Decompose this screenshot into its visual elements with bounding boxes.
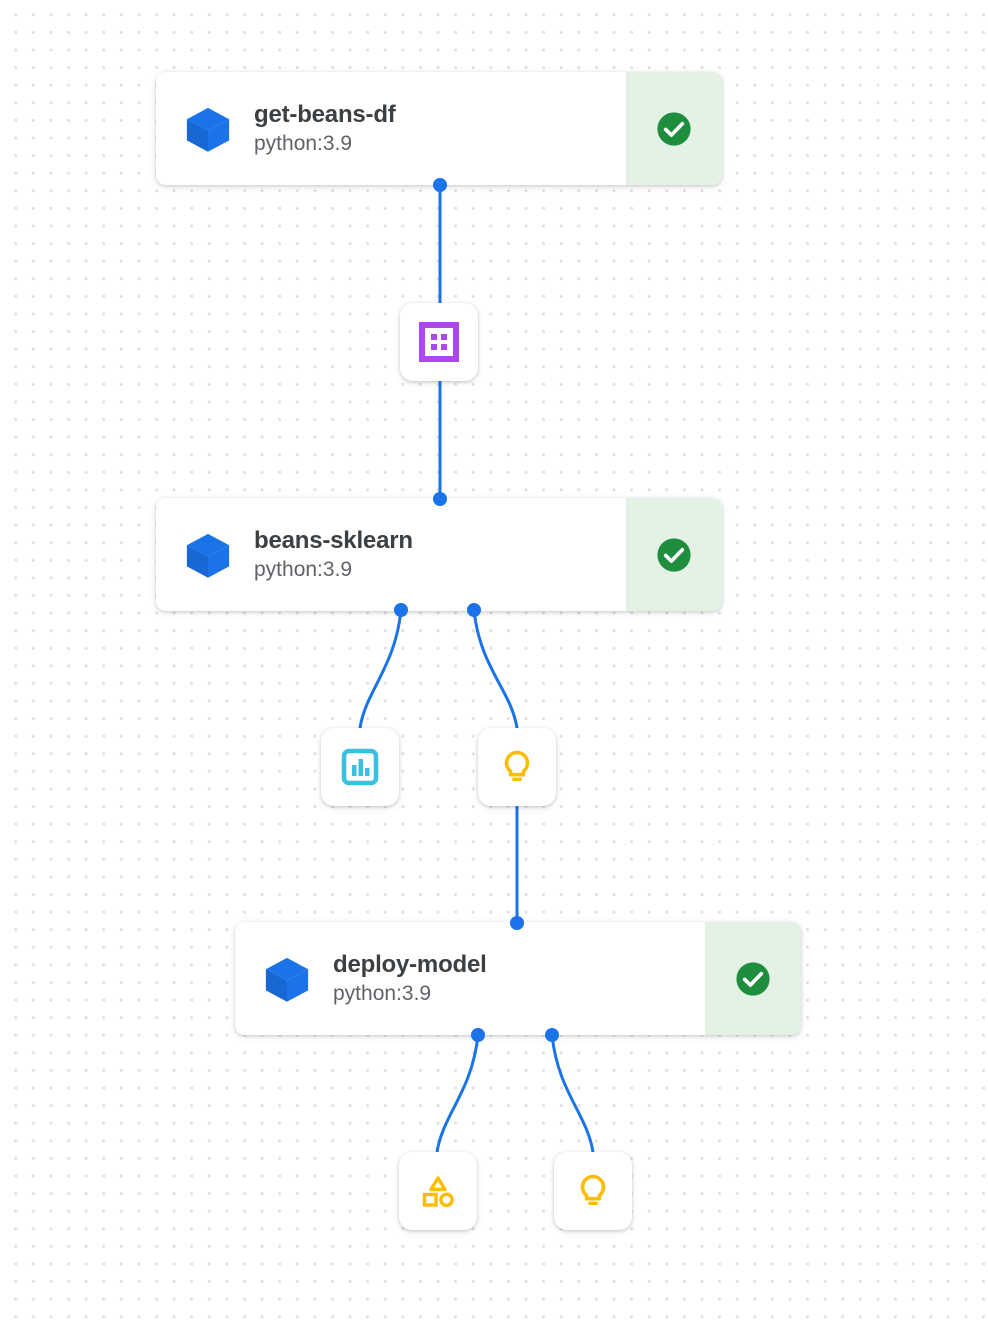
edge-deploymodel-to-classification [435, 1034, 480, 1153]
input-port-deploy-model[interactable] [510, 916, 524, 930]
task-node-title: deploy-model [333, 950, 487, 978]
cube-icon [265, 957, 309, 1002]
edge-deploymodel-to-model2 [550, 1034, 595, 1153]
task-node-title: beans-sklearn [254, 526, 413, 554]
check-circle-icon [657, 111, 691, 146]
task-node-deploy-model[interactable]: deploy-model python:3.9 [235, 922, 801, 1035]
task-node-text: get-beans-df python:3.9 [254, 100, 396, 158]
output-port-beans-sklearn-model[interactable] [467, 603, 481, 617]
task-node-subtitle: python:3.9 [333, 981, 432, 1005]
artifact-node-model-2[interactable] [554, 1152, 632, 1230]
task-node-get-beans-df[interactable]: get-beans-df python:3.9 [156, 72, 722, 185]
task-node-body: get-beans-df python:3.9 [156, 72, 626, 185]
output-port-beans-sklearn-metrics[interactable] [394, 603, 408, 617]
artifact-node-classification[interactable] [399, 1152, 477, 1230]
task-node-subtitle: python:3.9 [254, 131, 353, 155]
input-port-beans-sklearn[interactable] [433, 492, 447, 506]
task-node-beans-sklearn[interactable]: beans-sklearn python:3.9 [156, 498, 722, 611]
output-port-deploy-model-classification[interactable] [471, 1028, 485, 1042]
edge-beanssklearn-to-metrics [358, 609, 403, 729]
task-node-title: get-beans-df [254, 100, 396, 128]
dataset-grid-icon [419, 322, 459, 362]
status-badge-succeeded [626, 498, 722, 611]
cube-icon [186, 533, 230, 578]
task-node-text: beans-sklearn python:3.9 [254, 526, 413, 584]
artifact-node-dataset[interactable] [400, 303, 478, 381]
lightbulb-icon [504, 750, 530, 781]
bar-chart-icon [341, 748, 379, 786]
cube-icon [186, 107, 230, 152]
task-node-body: deploy-model python:3.9 [235, 922, 705, 1035]
check-circle-icon [736, 961, 770, 996]
check-circle-icon [657, 537, 691, 572]
artifact-node-metrics[interactable] [321, 728, 399, 806]
lightbulb-icon [580, 1174, 606, 1205]
status-badge-succeeded [626, 72, 722, 185]
artifact-node-model-1[interactable] [478, 728, 556, 806]
shapes-icon [422, 1176, 454, 1208]
output-port-deploy-model-model[interactable] [545, 1028, 559, 1042]
task-node-body: beans-sklearn python:3.9 [156, 498, 626, 611]
output-port-get-beans-df[interactable] [433, 178, 447, 192]
status-badge-succeeded [705, 922, 801, 1035]
edge-beanssklearn-to-model [472, 609, 519, 729]
task-node-text: deploy-model python:3.9 [333, 950, 487, 1008]
task-node-subtitle: python:3.9 [254, 557, 353, 581]
